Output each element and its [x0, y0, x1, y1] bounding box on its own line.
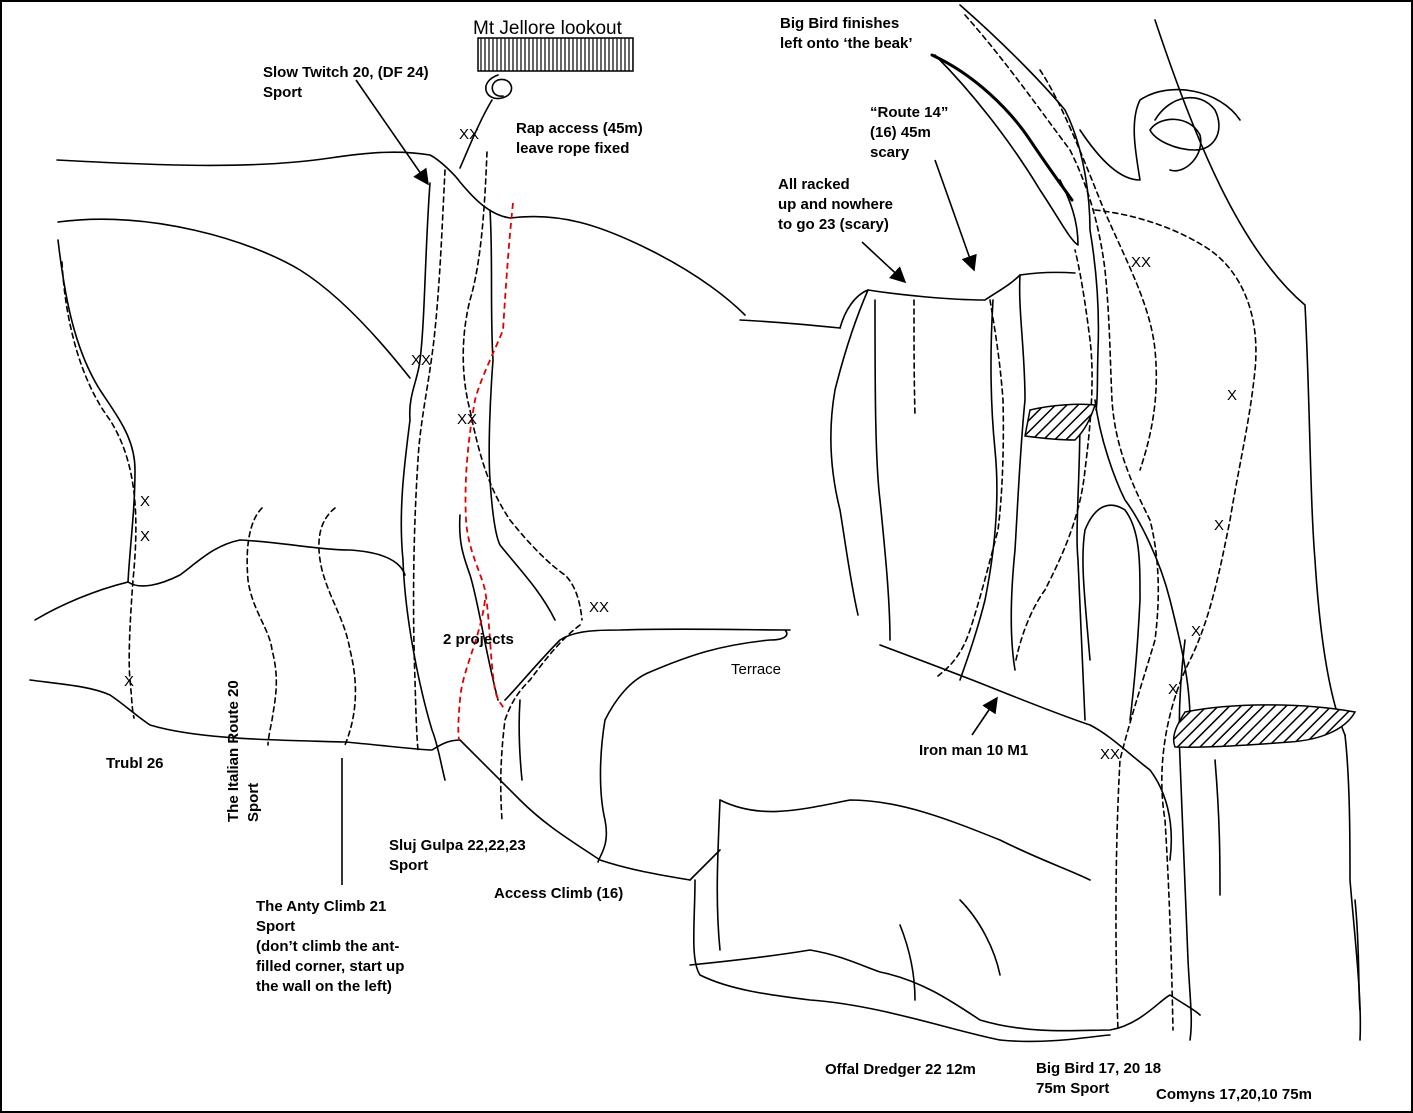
slow-twitch-label: Slow Twitch 20, (DF 24) Sport	[263, 64, 433, 101]
route-italian	[246, 507, 278, 746]
big-bird-label: Big Bird 17, 20 18 75m Sport	[1036, 1060, 1165, 1097]
route-all-racked	[913, 299, 916, 416]
bolt-xx: XX	[1131, 254, 1151, 271]
sluj-gulpa-label: Sluj Gulpa 22,22,23 Sport	[389, 837, 530, 874]
route-comyns	[1039, 69, 1158, 471]
route-iron-man	[1015, 249, 1093, 661]
access-climb-label: Access Climb (16)	[494, 885, 623, 902]
route14-label: “Route 14” (16) 45m scary	[870, 104, 953, 161]
bolt-x: X	[1227, 387, 1237, 404]
rap-access-label: Rap access (45m) leave rope fixed	[516, 120, 647, 157]
project-route-line	[457, 202, 514, 741]
italian-route-label: The Italian Route 20 Sport	[225, 676, 262, 822]
comyns-label: Comyns 17,20,10 75m	[1156, 1086, 1312, 1103]
route-big-bird	[964, 14, 1160, 1031]
hatched-ledge-lower	[1173, 704, 1357, 748]
climbing-routes	[61, 14, 1257, 1031]
bolt-x: X	[1214, 517, 1224, 534]
bolt-xx: XX	[457, 411, 477, 428]
bolt-xx: XX	[1100, 746, 1120, 763]
route-route14	[937, 299, 1005, 677]
slow-twitch-arrow	[355, 79, 429, 186]
all-racked-arrow	[861, 241, 907, 284]
hatched-ledge-upper	[1024, 403, 1096, 441]
all-racked-label: All racked up and nowhere to go 23 (scar…	[778, 176, 897, 233]
terrace-label: Terrace	[731, 661, 781, 678]
bolt-xx: XX	[459, 126, 479, 143]
bolt-x: X	[1168, 681, 1178, 698]
iron-man-arrow	[971, 696, 998, 736]
route-sluj	[462, 151, 583, 621]
bolt-markers: XX XX XX XX XX XX X X X X X X X	[124, 126, 1237, 763]
offal-dredger-label: Offal Dredger 22 12m	[825, 1061, 976, 1078]
route-slow-twitch	[412, 169, 446, 751]
bolt-xx: XX	[589, 599, 609, 616]
route-access	[499, 624, 581, 821]
the-beak-line	[930, 53, 1074, 202]
right-wall-rock-lines	[689, 4, 1362, 1043]
bolt-x: X	[140, 528, 150, 545]
bolt-x: X	[1191, 623, 1201, 640]
lookout-label: Mt Jellore lookout	[473, 18, 623, 39]
route-anty	[318, 507, 357, 746]
route14-arrow	[934, 159, 977, 272]
two-projects-label: 2 projects	[443, 631, 514, 648]
lookout-platform	[477, 37, 634, 72]
route-trubl	[61, 261, 137, 719]
anty-climb-label: The Anty Climb 21 Sport (don’t climb the…	[256, 898, 409, 995]
bolt-x: X	[140, 493, 150, 510]
lookout-rope-coil	[459, 74, 513, 169]
left-wall-rock-lines	[29, 151, 841, 881]
bolt-xx: XX	[411, 352, 431, 369]
iron-man-label: Iron man 10 M1	[919, 742, 1028, 759]
big-bird-finish-label: Big Bird finishes left onto ‘the beak’	[780, 15, 913, 52]
bolt-x: X	[124, 673, 134, 690]
trubl-label: Trubl 26	[106, 755, 164, 772]
